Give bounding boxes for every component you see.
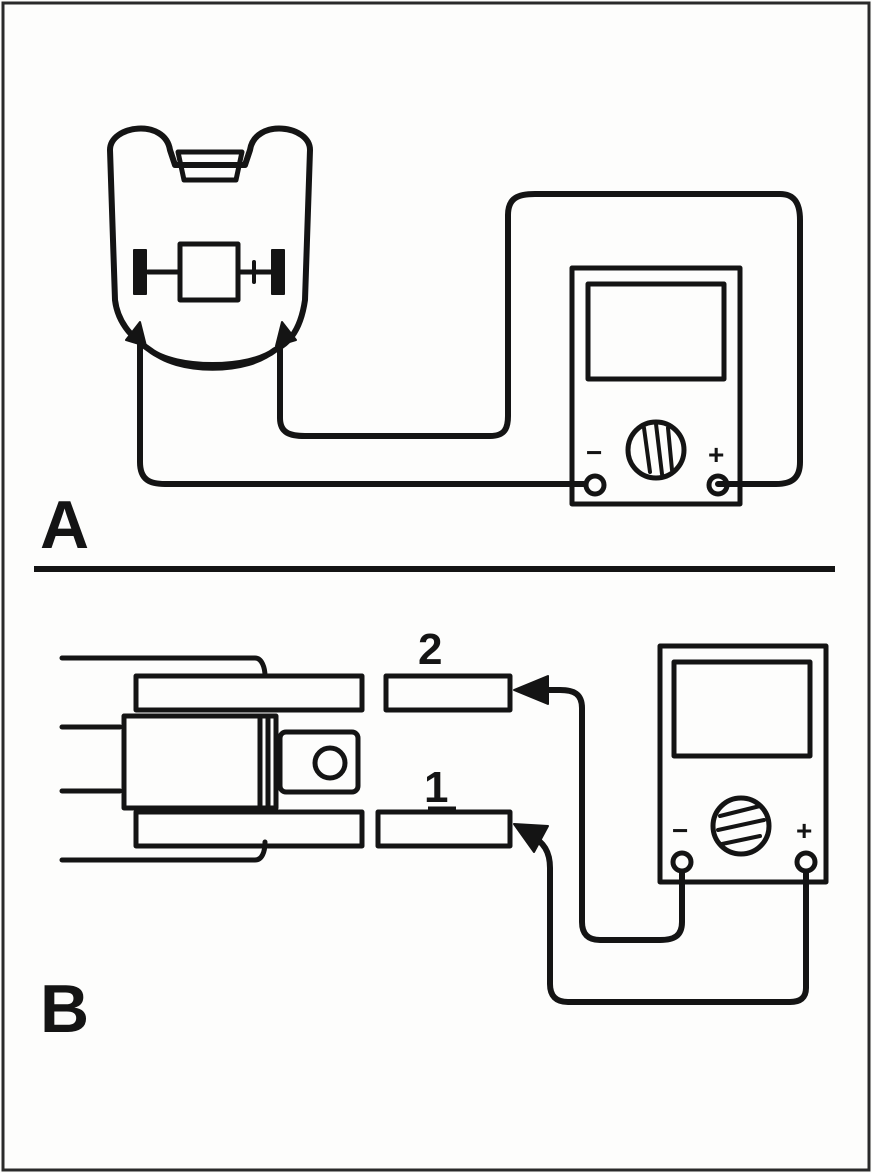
probe-b-upper-tip (513, 675, 549, 705)
multimeter-a-minus-sign: − (586, 437, 602, 468)
component-a-right-post (271, 249, 285, 295)
terminal-2-label: 2 (418, 625, 442, 674)
panel-b-label: B (40, 971, 89, 1047)
multimeter-b-negative-terminal (670, 850, 694, 874)
terminal-1-label: 1 (424, 763, 448, 812)
panel-a-label: A (40, 487, 89, 563)
multimeter-b-minus-sign: − (672, 815, 688, 846)
multimeter-a-plus-sign: + (708, 439, 724, 470)
terminal-2 (383, 673, 513, 713)
connector-b (59, 655, 365, 863)
connector-b-center-block (121, 713, 271, 811)
connector-b-tab (277, 729, 361, 795)
probe-b-lower-tip (513, 823, 549, 853)
multimeter-b-positive-terminal (794, 850, 818, 874)
multimeter-a-body (569, 265, 743, 507)
wires-a (137, 191, 803, 487)
connector-b-tab-hole (312, 745, 348, 781)
wire-a-positive (277, 191, 803, 487)
connector-b-upper-blade (133, 673, 365, 713)
multimeter-a-display (585, 281, 727, 382)
multimeter-a-positive-terminal (706, 473, 730, 497)
component-a (107, 125, 313, 371)
wire-b-negative (537, 687, 685, 943)
multimeter-b (657, 643, 829, 885)
component-a-left-post (133, 249, 147, 295)
terminal-1 (375, 809, 513, 849)
multimeter-b-dial (710, 795, 772, 857)
multimeter-b-body (657, 643, 829, 885)
wire-b-positive (527, 832, 809, 1005)
panel-a (107, 125, 803, 507)
multimeter-b-plus-sign: + (796, 815, 812, 846)
wires-b (527, 687, 809, 1005)
wire-a-negative (137, 337, 587, 487)
multimeter-b-display (671, 659, 813, 759)
panel-b (59, 643, 829, 1005)
multimeter-a-negative-terminal (583, 473, 607, 497)
multimeter-a (569, 265, 743, 507)
connector-b-lower-blade (133, 809, 365, 849)
